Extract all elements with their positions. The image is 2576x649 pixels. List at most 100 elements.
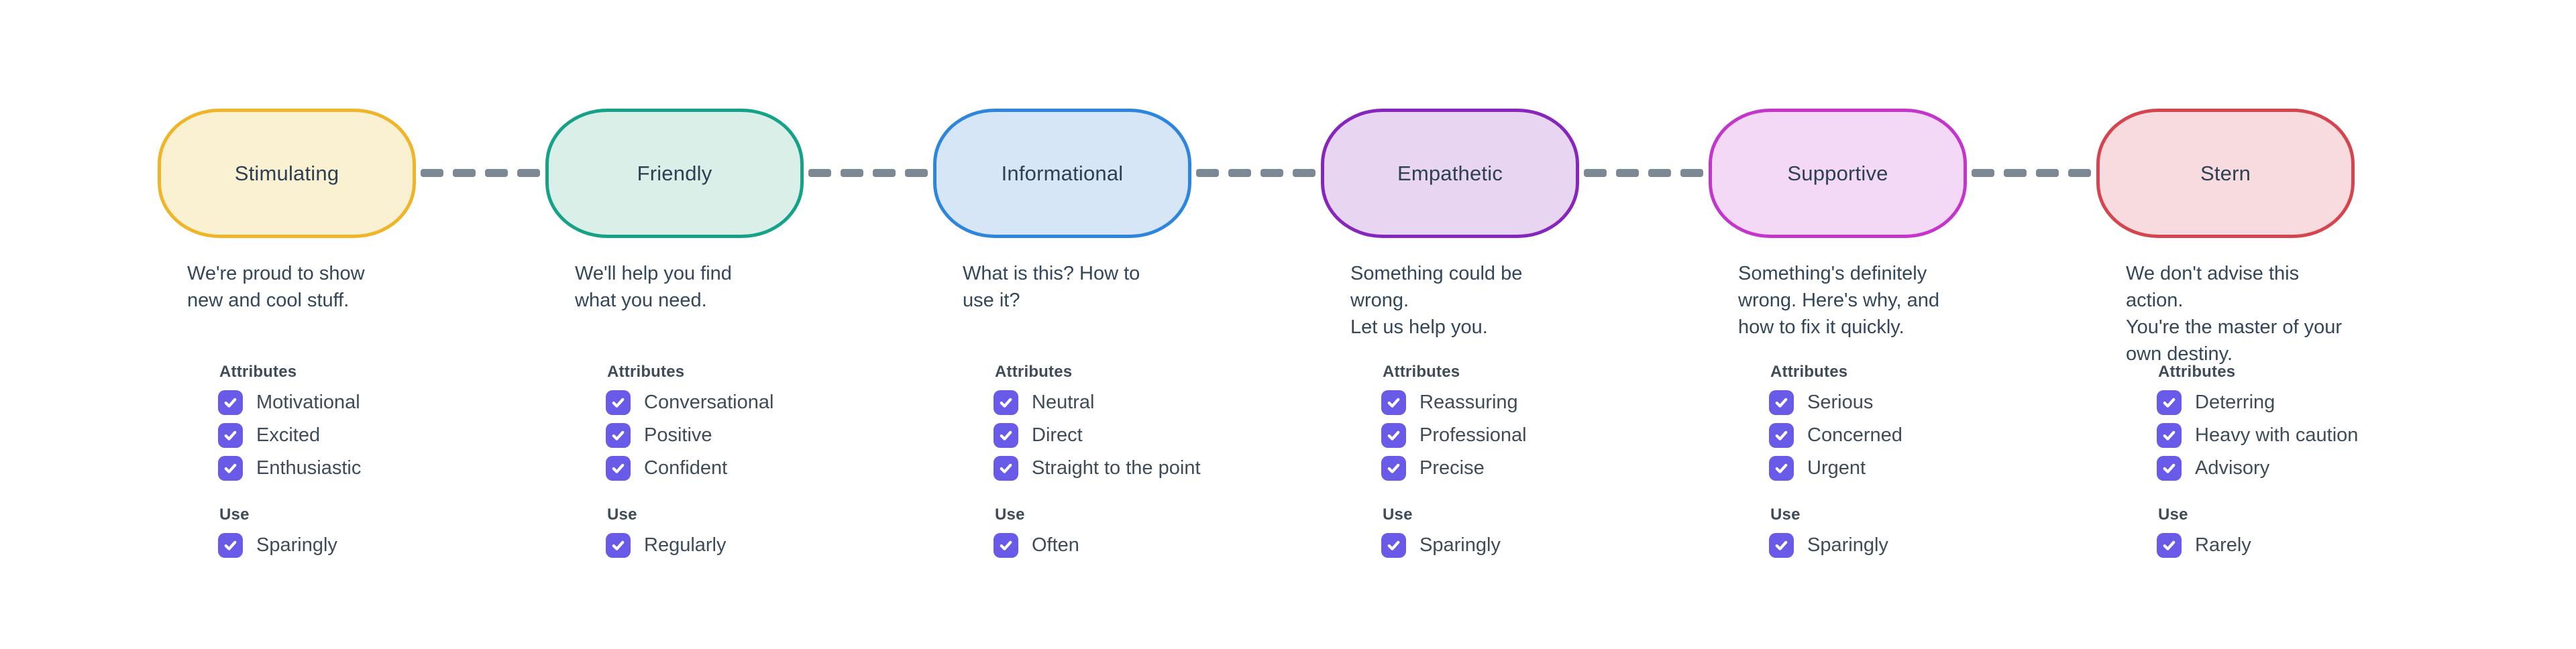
checkbox-checked-icon[interactable] [218, 390, 243, 415]
checkbox-label: Direct [1032, 424, 1083, 446]
checkbox-label: Positive [644, 424, 712, 446]
tone-description: What is this? How to use it? [963, 263, 1140, 311]
tone-pill-label: Supportive [1787, 161, 1888, 185]
checkbox-checked-icon[interactable] [2157, 533, 2182, 558]
use-heading: Use [1383, 506, 1413, 524]
checkbox-checked-icon[interactable] [994, 456, 1018, 481]
checkbox-label: Sparingly [256, 534, 337, 556]
use-list: Sparingly [1381, 533, 1579, 558]
checkbox-checked-icon[interactable] [2157, 390, 2182, 415]
tone-column-stimulating: Stimulating We're proud to show new and … [158, 109, 416, 558]
checkbox-label: Precise [1419, 457, 1485, 479]
checkbox-label: Concerned [1807, 424, 1902, 446]
attribute-checkbox-empathetic[interactable]: Precise [1381, 456, 1579, 481]
checkbox-label: Rarely [2195, 534, 2251, 556]
attribute-checkbox-supportive[interactable]: Urgent [1769, 456, 1967, 481]
tone-description: Something's definitely wrong. Here's why… [1738, 263, 1939, 338]
checkbox-checked-icon[interactable] [1769, 390, 1794, 415]
attribute-checkbox-stern[interactable]: Advisory [2157, 456, 2355, 481]
attribute-checkbox-supportive[interactable]: Serious [1769, 390, 1967, 415]
attribute-checkbox-informational[interactable]: Straight to the point [994, 456, 1201, 481]
attribute-checkbox-informational[interactable]: Neutral [994, 390, 1191, 415]
checkbox-checked-icon[interactable] [218, 456, 243, 481]
checkbox-checked-icon[interactable] [606, 456, 631, 481]
use-checkbox-stern[interactable]: Rarely [2157, 533, 2355, 558]
attribute-checkbox-supportive[interactable]: Concerned [1769, 423, 1967, 448]
checkbox-checked-icon[interactable] [1769, 456, 1794, 481]
attribute-checkbox-friendly[interactable]: Positive [606, 423, 804, 448]
use-checkbox-friendly[interactable]: Regularly [606, 533, 804, 558]
checkbox-checked-icon[interactable] [218, 423, 243, 448]
checkbox-checked-icon[interactable] [1381, 423, 1406, 448]
checkbox-checked-icon[interactable] [606, 533, 631, 558]
attribute-checkbox-empathetic[interactable]: Professional [1381, 423, 1579, 448]
attribute-checkbox-friendly[interactable]: Conversational [606, 390, 804, 415]
tone-description: We're proud to show new and cool stuff. [187, 263, 365, 311]
dash [1293, 169, 1316, 177]
attributes-heading: Attributes [1383, 363, 1460, 381]
attribute-checkbox-stern[interactable]: Heavy with caution [2157, 423, 2358, 448]
use-checkbox-informational[interactable]: Often [994, 533, 1191, 558]
checkbox-checked-icon[interactable] [1381, 456, 1406, 481]
dash [841, 169, 863, 177]
checkbox-checked-icon[interactable] [606, 423, 631, 448]
checkbox-checked-icon[interactable] [2157, 423, 2182, 448]
attribute-checkbox-stimulating[interactable]: Motivational [218, 390, 416, 415]
checkbox-checked-icon[interactable] [2157, 456, 2182, 481]
checkbox-checked-icon[interactable] [218, 533, 243, 558]
dash [1584, 169, 1607, 177]
attribute-checkbox-stimulating[interactable]: Enthusiastic [218, 456, 416, 481]
attributes-list: Motivational Excited Enthusiastic [218, 390, 416, 481]
tone-description: We don't advise this action. You're the … [2126, 263, 2343, 365]
attribute-checkbox-stimulating[interactable]: Excited [218, 423, 416, 448]
attributes-heading: Attributes [607, 363, 685, 381]
checkbox-checked-icon[interactable] [994, 423, 1018, 448]
checkbox-checked-icon[interactable] [1381, 533, 1406, 558]
checkbox-label: Urgent [1807, 457, 1866, 479]
checkbox-label: Reassuring [1419, 392, 1518, 413]
tone-pill-label: Stimulating [234, 161, 339, 185]
attributes-list: Conversational Positive Confident [606, 390, 804, 481]
checkbox-checked-icon[interactable] [606, 390, 631, 415]
attributes-heading: Attributes [995, 363, 1073, 381]
attribute-checkbox-stern[interactable]: Deterring [2157, 390, 2355, 415]
checkbox-checked-icon[interactable] [1769, 533, 1794, 558]
attribute-checkbox-informational[interactable]: Direct [994, 423, 1191, 448]
connector-dashed-line [1584, 169, 1703, 177]
checkbox-label: Sparingly [1807, 534, 1888, 556]
attribute-checkbox-friendly[interactable]: Confident [606, 456, 804, 481]
dash [1972, 169, 1994, 177]
tone-pill-empathetic: Empathetic [1321, 109, 1579, 238]
checkbox-label: Straight to the point [1032, 457, 1201, 479]
attributes-list: Reassuring Professional Precise [1381, 390, 1579, 481]
use-heading: Use [2158, 506, 2188, 524]
checkbox-checked-icon[interactable] [994, 390, 1018, 415]
use-heading: Use [995, 506, 1025, 524]
use-checkbox-supportive[interactable]: Sparingly [1769, 533, 1967, 558]
tone-row: Stimulating We're proud to show new and … [158, 109, 2358, 558]
dash [1680, 169, 1703, 177]
use-list: Rarely [2157, 533, 2355, 558]
use-checkbox-empathetic[interactable]: Sparingly [1381, 533, 1579, 558]
tone-pill-informational: Informational [933, 109, 1191, 238]
checkbox-checked-icon[interactable] [1381, 390, 1406, 415]
tone-pill-label: Friendly [637, 161, 712, 185]
connector-dashed-line [1196, 169, 1316, 177]
tone-pill-label: Empathetic [1397, 161, 1503, 185]
tone-column-supportive: Supportive Something's definitely wrong.… [1584, 109, 1967, 558]
dash [1260, 169, 1283, 177]
checkbox-checked-icon[interactable] [1769, 423, 1794, 448]
connector-dashed-line [808, 169, 928, 177]
checkbox-label: Enthusiastic [256, 457, 362, 479]
checkbox-label: Motivational [256, 392, 360, 413]
attribute-checkbox-empathetic[interactable]: Reassuring [1381, 390, 1579, 415]
use-heading: Use [607, 506, 637, 524]
checkbox-checked-icon[interactable] [994, 533, 1018, 558]
dash [808, 169, 831, 177]
use-checkbox-stimulating[interactable]: Sparingly [218, 533, 416, 558]
checkbox-label: Often [1032, 534, 1079, 556]
tone-column-informational: Informational What is this? How to use i… [808, 109, 1201, 558]
dash [2004, 169, 2027, 177]
dash [1648, 169, 1671, 177]
checkbox-label: Advisory [2195, 457, 2270, 479]
